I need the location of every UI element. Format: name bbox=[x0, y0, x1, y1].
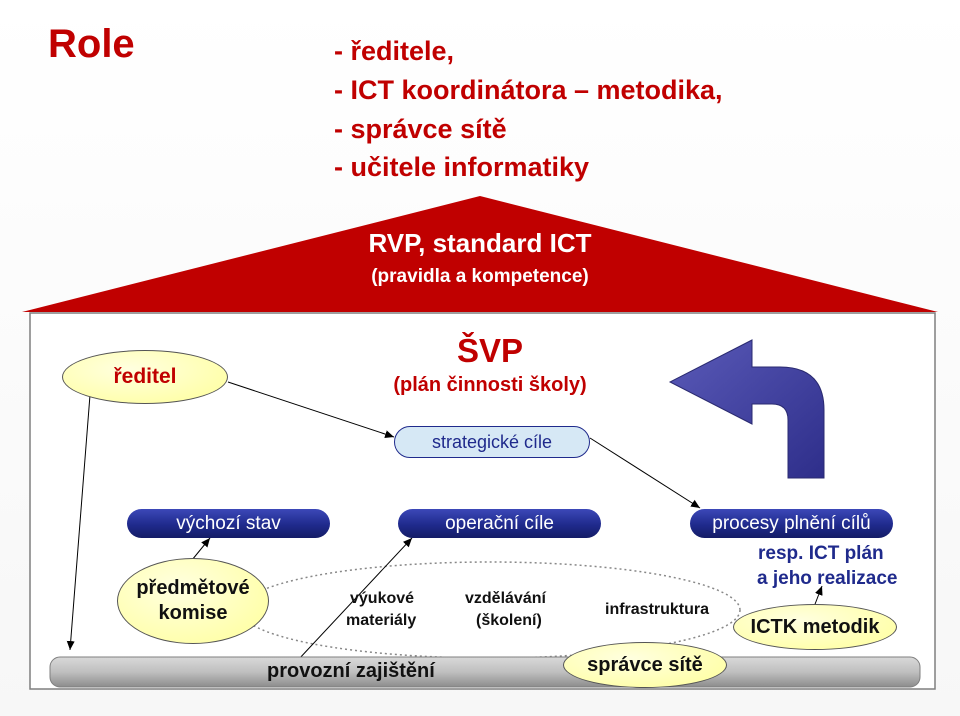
operational-goals-pill: operační cíle bbox=[398, 509, 601, 538]
committees-label-line2: komise bbox=[158, 602, 228, 624]
infrastructure-label: infrastruktura bbox=[605, 601, 710, 618]
initial-state-pill: výchozí stav bbox=[127, 509, 330, 538]
operations-label: provozní zajištění bbox=[267, 660, 435, 682]
slide-title: Role bbox=[48, 22, 135, 66]
operations-base-bar bbox=[49, 656, 921, 688]
roof-title: RVP, standard ICT bbox=[368, 228, 592, 258]
role-item: - správce sítě bbox=[334, 114, 507, 144]
network-admin-label: správce sítě bbox=[587, 653, 703, 676]
ict-plan-line2: a jeho realizace bbox=[757, 568, 898, 589]
subject-committees-node: předmětové komise bbox=[117, 558, 269, 644]
connector-reditel-base bbox=[66, 394, 91, 651]
processes-label: procesy plnění cílů bbox=[712, 512, 871, 534]
ictk-methodist-node: ICTK metodik bbox=[733, 604, 897, 650]
ictk-label: ICTK metodik bbox=[750, 615, 880, 638]
connector-strategic-processes bbox=[589, 437, 701, 509]
role-item: - ICT koordinátora – metodika, bbox=[334, 75, 723, 105]
materials-line1: výukové bbox=[350, 590, 415, 607]
svp-title: ŠVP bbox=[456, 332, 524, 369]
roof-subtitle: (pravidla a kompetence) bbox=[371, 266, 589, 287]
training-line1: vzdělávání bbox=[465, 590, 546, 607]
strategic-goals-box: strategické cíle bbox=[394, 426, 590, 458]
committees-label-line1: předmětové bbox=[136, 577, 250, 599]
connector-committees-initial bbox=[191, 537, 211, 561]
training-line2: (školení) bbox=[476, 612, 542, 629]
curved-up-left-arrow-icon bbox=[668, 339, 825, 479]
role-item: - učitele informatiky bbox=[334, 152, 590, 182]
reditel-node: ředitel bbox=[62, 350, 228, 404]
ict-plan-line1: resp. ICT plán bbox=[758, 543, 884, 564]
role-item: - ředitele, bbox=[334, 36, 455, 66]
roof-shape bbox=[22, 196, 938, 312]
reditel-label: ředitel bbox=[113, 365, 177, 388]
initial-state-label: výchozí stav bbox=[176, 512, 281, 534]
strategic-goals-label: strategické cíle bbox=[431, 431, 553, 452]
materials-line2: materiály bbox=[346, 612, 417, 629]
connector-reditel-strategic bbox=[227, 381, 395, 438]
processes-pill: procesy plnění cílů bbox=[690, 509, 893, 538]
connector-operations-operational bbox=[297, 537, 413, 661]
network-admin-node: správce sítě bbox=[563, 642, 727, 688]
svp-subtitle: (plán činnosti školy) bbox=[393, 374, 587, 396]
operational-goals-label: operační cíle bbox=[445, 512, 554, 534]
